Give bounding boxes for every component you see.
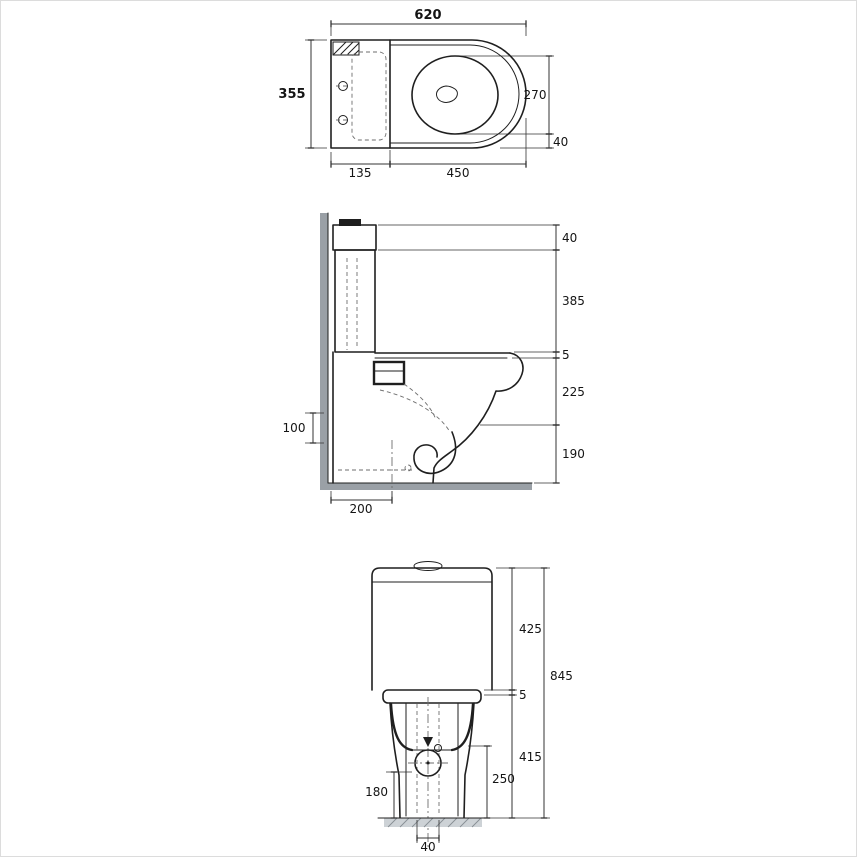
- side-dimension-chain: [378, 224, 560, 484]
- flush-button-front: [413, 561, 443, 571]
- wall-section: [320, 213, 328, 490]
- side-cistern-height-label: 385: [562, 294, 585, 308]
- side-seat-thickness-label: 5: [562, 348, 570, 362]
- front-outlet-width-label: 40: [420, 840, 435, 854]
- front-fixing-hole: [434, 744, 442, 752]
- plan-view: 620 355 270 40 135 450: [278, 8, 568, 180]
- front-cistern: [371, 561, 493, 691]
- plan-bowl-width-label: 270: [524, 88, 547, 102]
- side-lid-height-label: 40: [562, 231, 577, 245]
- front-fixing-height-label: 180: [365, 785, 388, 799]
- front-outlet-center-label: 250: [492, 772, 515, 786]
- front-pan-height-label: 415: [519, 750, 542, 764]
- side-cistern: [332, 219, 377, 353]
- plan-bowl: [389, 39, 527, 149]
- front-dimension-lines: [390, 567, 548, 842]
- flush-button-side: [339, 219, 361, 226]
- front-upper-height-label: 425: [519, 622, 542, 636]
- side-hinge-block: [372, 360, 406, 386]
- side-rim-height-label: 225: [562, 385, 585, 399]
- plan-bowl-rim: [389, 44, 520, 144]
- seat-band: [382, 689, 482, 704]
- plan-tank-hidden-outline: [351, 51, 387, 141]
- plan-overall-depth-label: 355: [278, 87, 305, 102]
- plan-bowl-outer: [389, 39, 527, 149]
- plan-cistern-depth-label: 135: [349, 166, 372, 180]
- front-view: 425 845 5 415 250 180 40: [365, 561, 573, 854]
- side-fixing-hole: [404, 464, 412, 472]
- cistern-front-outline: [371, 567, 493, 691]
- front-extension-lines: [386, 567, 550, 843]
- plan-rim-offset-label: 40: [553, 135, 568, 149]
- cistern-lid-side: [332, 224, 377, 251]
- side-inlet-height-label: 100: [283, 421, 306, 435]
- plan-drain: [436, 85, 458, 103]
- front-seat-thickness-label: 5: [519, 688, 527, 702]
- plan-overall-width-label: 620: [414, 8, 441, 23]
- plan-cistern: [330, 39, 391, 149]
- side-bowl-outline: [432, 352, 524, 484]
- side-view: 40 385 5 225 190 100 200: [283, 212, 585, 516]
- plan-bowl-length-label: 450: [447, 166, 470, 180]
- side-dim-outlet: [330, 491, 393, 504]
- side-outlet-distance-label: 200: [350, 502, 373, 516]
- plan-dimension-lines: [307, 20, 553, 168]
- plan-bowl-inner: [411, 55, 499, 135]
- side-dim-inlet: [305, 412, 324, 444]
- cistern-body-side: [334, 249, 376, 353]
- side-base-height-label: 190: [562, 447, 585, 461]
- side-pan: [332, 351, 524, 502]
- side-trap: [413, 431, 457, 475]
- front-floor: [377, 817, 487, 828]
- front-overall-height-label: 845: [550, 669, 573, 683]
- floor-section: [320, 483, 532, 490]
- front-pan: [382, 689, 482, 848]
- front-datum-marker: [423, 737, 433, 747]
